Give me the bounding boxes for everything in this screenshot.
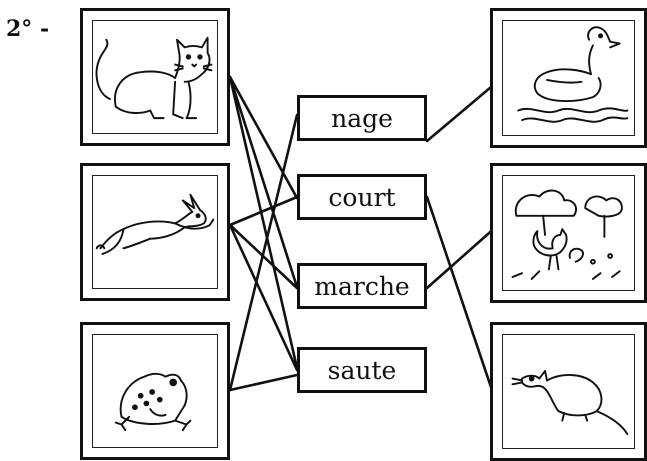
card-rabbit: [80, 163, 230, 301]
link-rabbit-saute: [228, 223, 299, 372]
link-marche-rooster: [425, 224, 499, 290]
card-frame: [92, 334, 218, 448]
link-nage-duck: [425, 80, 499, 143]
link-cat-court: [228, 75, 299, 200]
card-frame: [502, 20, 635, 136]
card-rat: [490, 322, 647, 461]
link-frog-nage: [228, 113, 299, 392]
card-cat: [80, 8, 230, 146]
rat-icon: [511, 369, 629, 436]
card-rooster: [490, 163, 647, 303]
link-cat-marche: [228, 75, 299, 289]
frog-icon: [114, 372, 192, 432]
rabbit-icon: [95, 193, 215, 255]
link-rabbit-court: [228, 195, 299, 227]
card-frame: [92, 175, 218, 289]
link-cat-saute: [228, 75, 299, 370]
exercise-number: 2° -: [6, 16, 50, 42]
verb-box-saute[interactable]: saute: [297, 347, 427, 393]
duck-icon: [517, 26, 629, 123]
link-frog-saute: [228, 373, 299, 392]
verb-box-marche[interactable]: marche: [297, 263, 427, 309]
cat-icon: [95, 36, 213, 120]
card-duck: [490, 8, 647, 148]
rooster-icon: [511, 189, 623, 280]
link-court-rat: [425, 195, 499, 407]
card-frame: [502, 175, 635, 291]
card-frog: [80, 322, 230, 460]
verb-box-nage[interactable]: nage: [297, 95, 427, 141]
verb-box-court[interactable]: court: [297, 174, 427, 220]
card-frame: [502, 334, 635, 449]
card-frame: [92, 20, 218, 134]
